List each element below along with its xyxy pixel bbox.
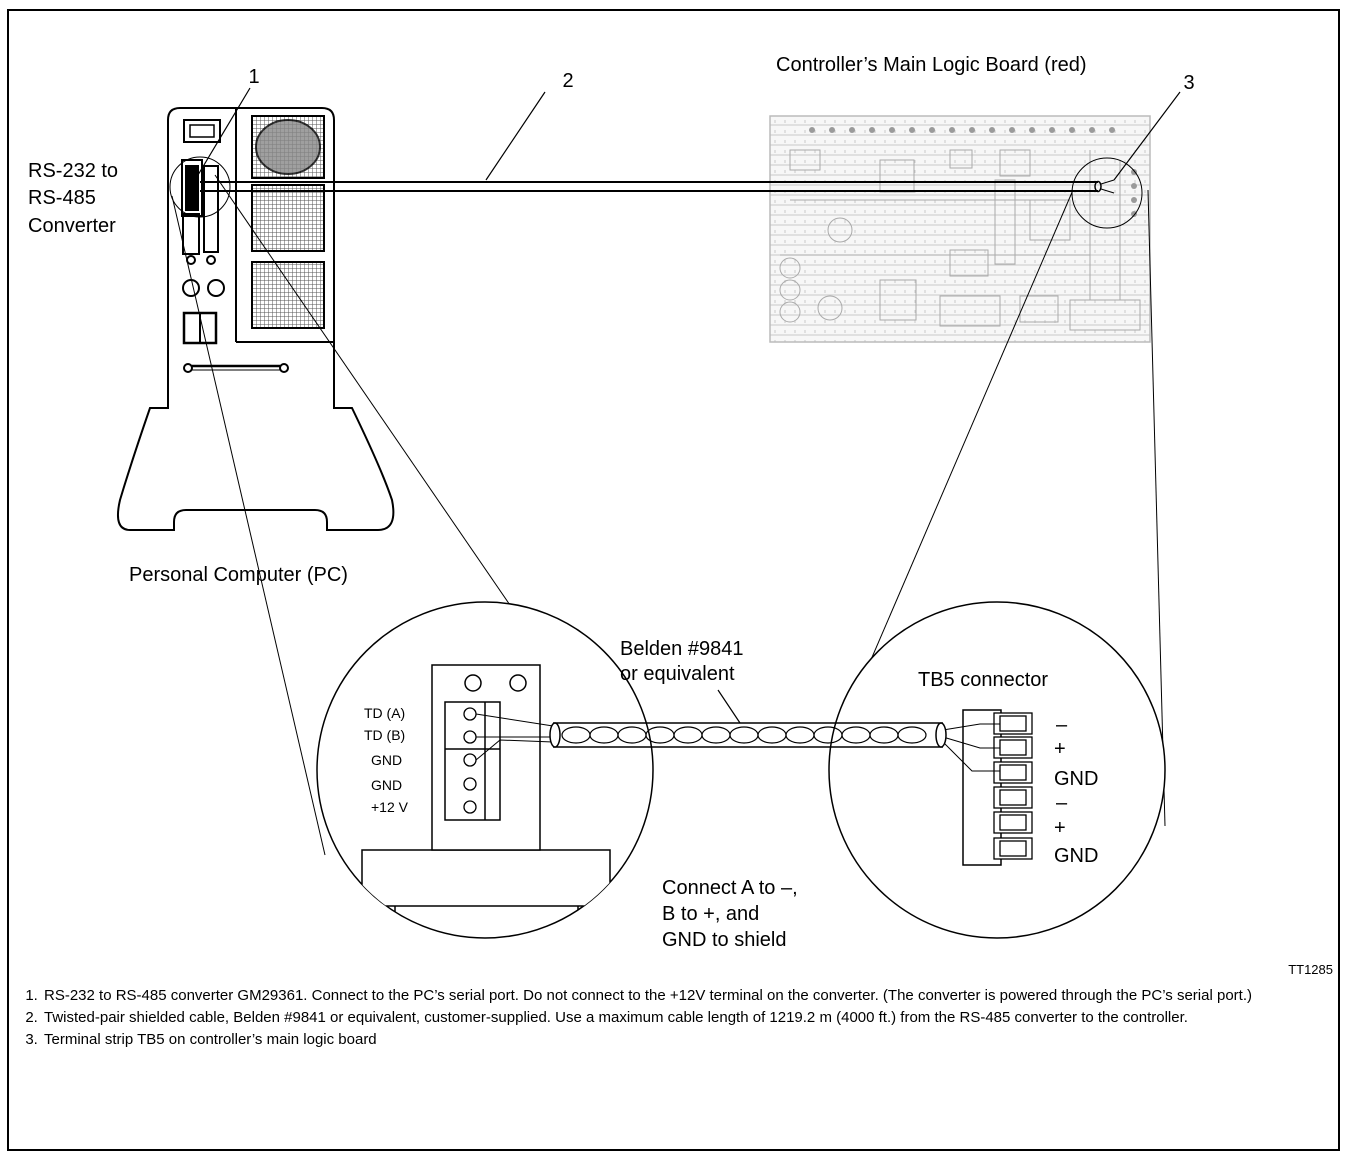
cable-label: or equivalent (620, 663, 735, 685)
controller-board (769, 115, 1151, 343)
converter-terminal-label: GND (371, 777, 402, 793)
tb5-terminals (993, 712, 1033, 860)
converter-terminal-label: TD (B) (364, 727, 405, 743)
callout-number-1: 1 (248, 66, 259, 88)
tb5-terminal-label: GND (1054, 845, 1098, 867)
converter-label: Converter (28, 215, 116, 237)
tb5-detail: – + GND – + GND (828, 601, 1166, 939)
note-item: Terminal strip TB5 on controller’s main … (42, 1029, 1333, 1051)
converter-detail: TD (A) TD (B) GND GND +12 V (316, 601, 654, 939)
tb5-terminal-label: – (1056, 792, 1068, 814)
callout-leaders (197, 87, 1181, 181)
callout-number-3: 3 (1183, 72, 1194, 94)
cable-overview (200, 179, 1115, 194)
tb5-title: TB5 connector (918, 669, 1048, 691)
board-title: Controller’s Main Logic Board (red) (776, 54, 1087, 76)
converter-label: RS-232 to (28, 160, 118, 182)
converter-terminal-label: +12 V (371, 799, 409, 815)
converter-terminal-label: GND (371, 752, 402, 768)
pc-caption: Personal Computer (PC) (129, 564, 348, 586)
twisted-pair-cable (549, 689, 947, 748)
notes-list: RS-232 to RS-485 converter GM29361. Conn… (18, 985, 1333, 1051)
tb5-terminal-label: – (1056, 714, 1068, 736)
tb5-terminal-label: GND (1054, 768, 1098, 790)
cable-label: Belden #9841 (620, 638, 743, 660)
tb5-wires (942, 723, 1000, 772)
pc-ports (181, 159, 289, 373)
note-item: RS-232 to RS-485 converter GM29361. Conn… (42, 985, 1333, 1007)
figure-id: TT1285 (1288, 962, 1333, 977)
connection-instruction: GND to shield (662, 929, 787, 951)
callout-number-2: 2 (562, 70, 573, 92)
figure-notes: RS-232 to RS-485 converter GM29361. Conn… (18, 985, 1333, 1051)
note-item: Twisted-pair shielded cable, Belden #984… (42, 1007, 1333, 1029)
converter-label: RS-485 (28, 187, 96, 209)
pc-tower (117, 107, 395, 531)
converter-terminal-label: TD (A) (364, 705, 405, 721)
pc-vents (251, 115, 325, 329)
tb5-terminal-label: + (1054, 817, 1066, 839)
figure-border (7, 9, 1340, 1151)
converter-callout-circle (169, 156, 231, 218)
connection-instruction: Connect A to –, (662, 877, 798, 899)
tb5-terminal-label: + (1054, 738, 1066, 760)
connection-instruction: B to +, and (662, 903, 759, 925)
converter-wires (475, 713, 554, 761)
